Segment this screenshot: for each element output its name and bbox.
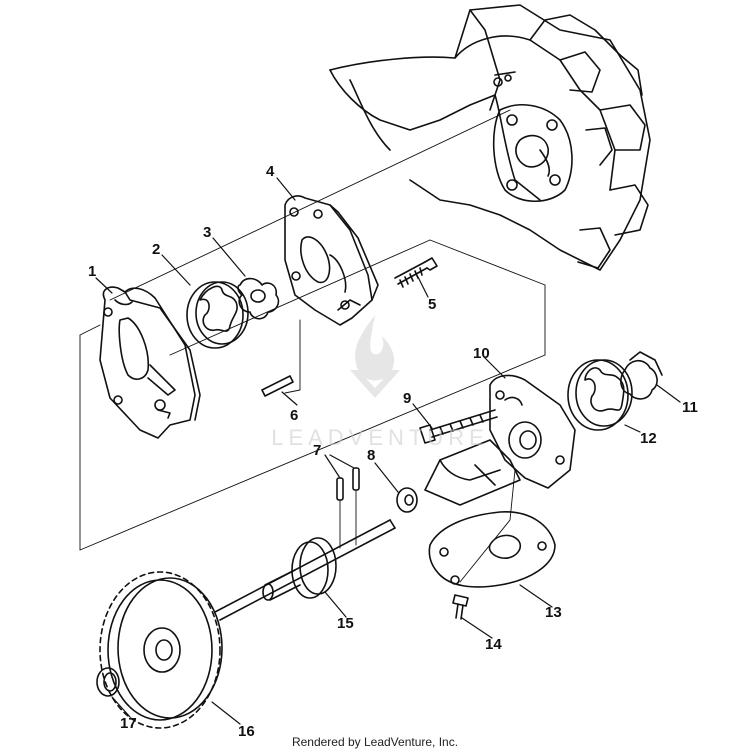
part-15-shaft <box>215 520 395 620</box>
reference-lines <box>79 109 546 583</box>
callout-2: 2 <box>152 241 160 258</box>
callout-6: 6 <box>290 407 298 424</box>
part-5-screw <box>395 258 437 287</box>
callout-5: 5 <box>428 296 436 313</box>
footer-credit: Rendered by LeadVenture, Inc. <box>291 735 459 749</box>
leader-lines <box>95 177 681 725</box>
part-8-washer <box>397 488 417 512</box>
callout-9: 9 <box>403 390 411 407</box>
callout-4: 4 <box>266 163 275 180</box>
callout-16: 16 <box>238 723 255 740</box>
leadventure-flame-logo <box>350 315 400 398</box>
callout-8: 8 <box>367 447 375 464</box>
callout-11: 11 <box>682 399 698 416</box>
callout-14: 14 <box>485 636 502 653</box>
callout-17: 17 <box>120 715 137 732</box>
part-4-pump-body <box>285 196 378 325</box>
part-17-ring <box>97 668 119 696</box>
part-10-pump-housing <box>425 375 575 505</box>
part-3-inner-rotor <box>238 279 278 319</box>
callout-7: 7 <box>313 442 321 459</box>
part-2-gerotor-outer-ring <box>187 282 248 348</box>
callout-1: 1 <box>88 263 96 280</box>
part-13-cover-plate <box>429 512 555 587</box>
part-1-pump-cover <box>100 287 200 438</box>
part-6-dowel-pin <box>262 376 293 396</box>
crankcase-housing <box>330 5 650 270</box>
watermark-text: LEADVENTURE <box>271 425 489 450</box>
callout-15: 15 <box>337 615 354 632</box>
callout-3: 3 <box>203 224 211 241</box>
part-16-gear <box>100 572 222 728</box>
callout-13: 13 <box>545 604 562 621</box>
part-9-bolt <box>420 410 497 443</box>
part-14-screw <box>453 595 468 619</box>
callout-labels: 1 2 3 4 5 6 7 8 9 10 11 12 13 14 15 16 1… <box>88 163 698 740</box>
part-12-outer-rotor <box>568 360 632 430</box>
callout-10: 10 <box>473 345 490 362</box>
callout-12: 12 <box>640 430 657 447</box>
